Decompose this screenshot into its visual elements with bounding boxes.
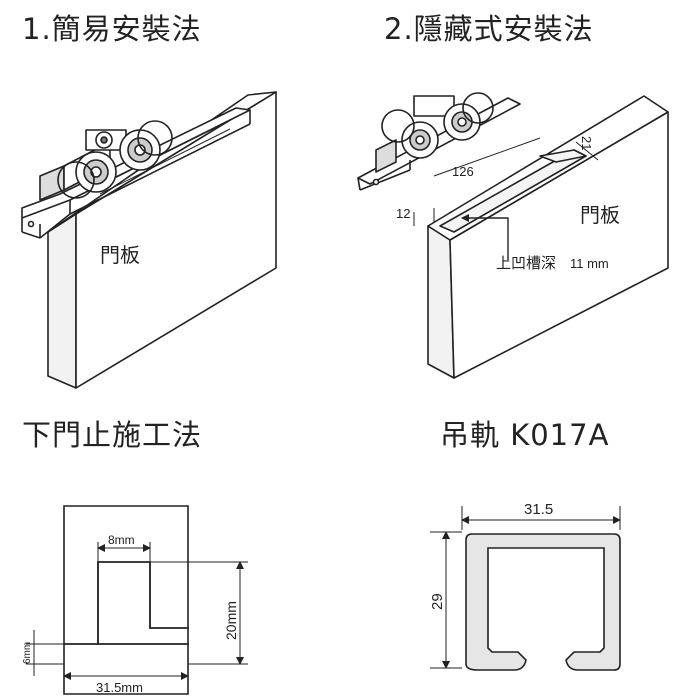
dim-12: 12 — [396, 206, 410, 221]
rail-height: 29 — [429, 593, 446, 610]
dim-126-line — [433, 137, 541, 177]
door-stopper-drawing — [26, 505, 248, 695]
dim-126: 126 — [452, 164, 474, 179]
dim-6mm: 6mm — [22, 642, 33, 664]
roller-trolley-2 — [375, 92, 494, 173]
roller-trolley — [39, 120, 173, 201]
door-label-2: 門板 — [580, 204, 620, 227]
groove-depth: 11 mm — [570, 256, 609, 271]
dim-31-5mm: 31.5mm — [96, 680, 143, 695]
door-panel-front — [47, 213, 77, 389]
simple-install-drawing — [21, 91, 277, 389]
groove-label: 上凹槽深 — [496, 255, 556, 272]
rail-section — [465, 533, 621, 671]
groove-depth-arrow — [461, 214, 509, 260]
title-simple-install: 1.簡易安裝法 — [22, 12, 202, 46]
title-hidden-install: 2.隱藏式安裝法 — [384, 12, 594, 46]
door-label-1: 門板 — [100, 244, 140, 267]
rail-width: 31.5 — [524, 501, 553, 518]
dim-20mm: 20mm — [223, 601, 239, 640]
hidden-install-drawing — [357, 92, 669, 379]
dim-21: 21 — [579, 136, 594, 150]
rail-profile-drawing — [430, 506, 621, 671]
dim-8mm: 8mm — [108, 533, 135, 547]
title-door-stopper: 下門止施工法 — [22, 418, 203, 452]
title-rail-k017a: 吊軌 K017A — [440, 418, 610, 452]
